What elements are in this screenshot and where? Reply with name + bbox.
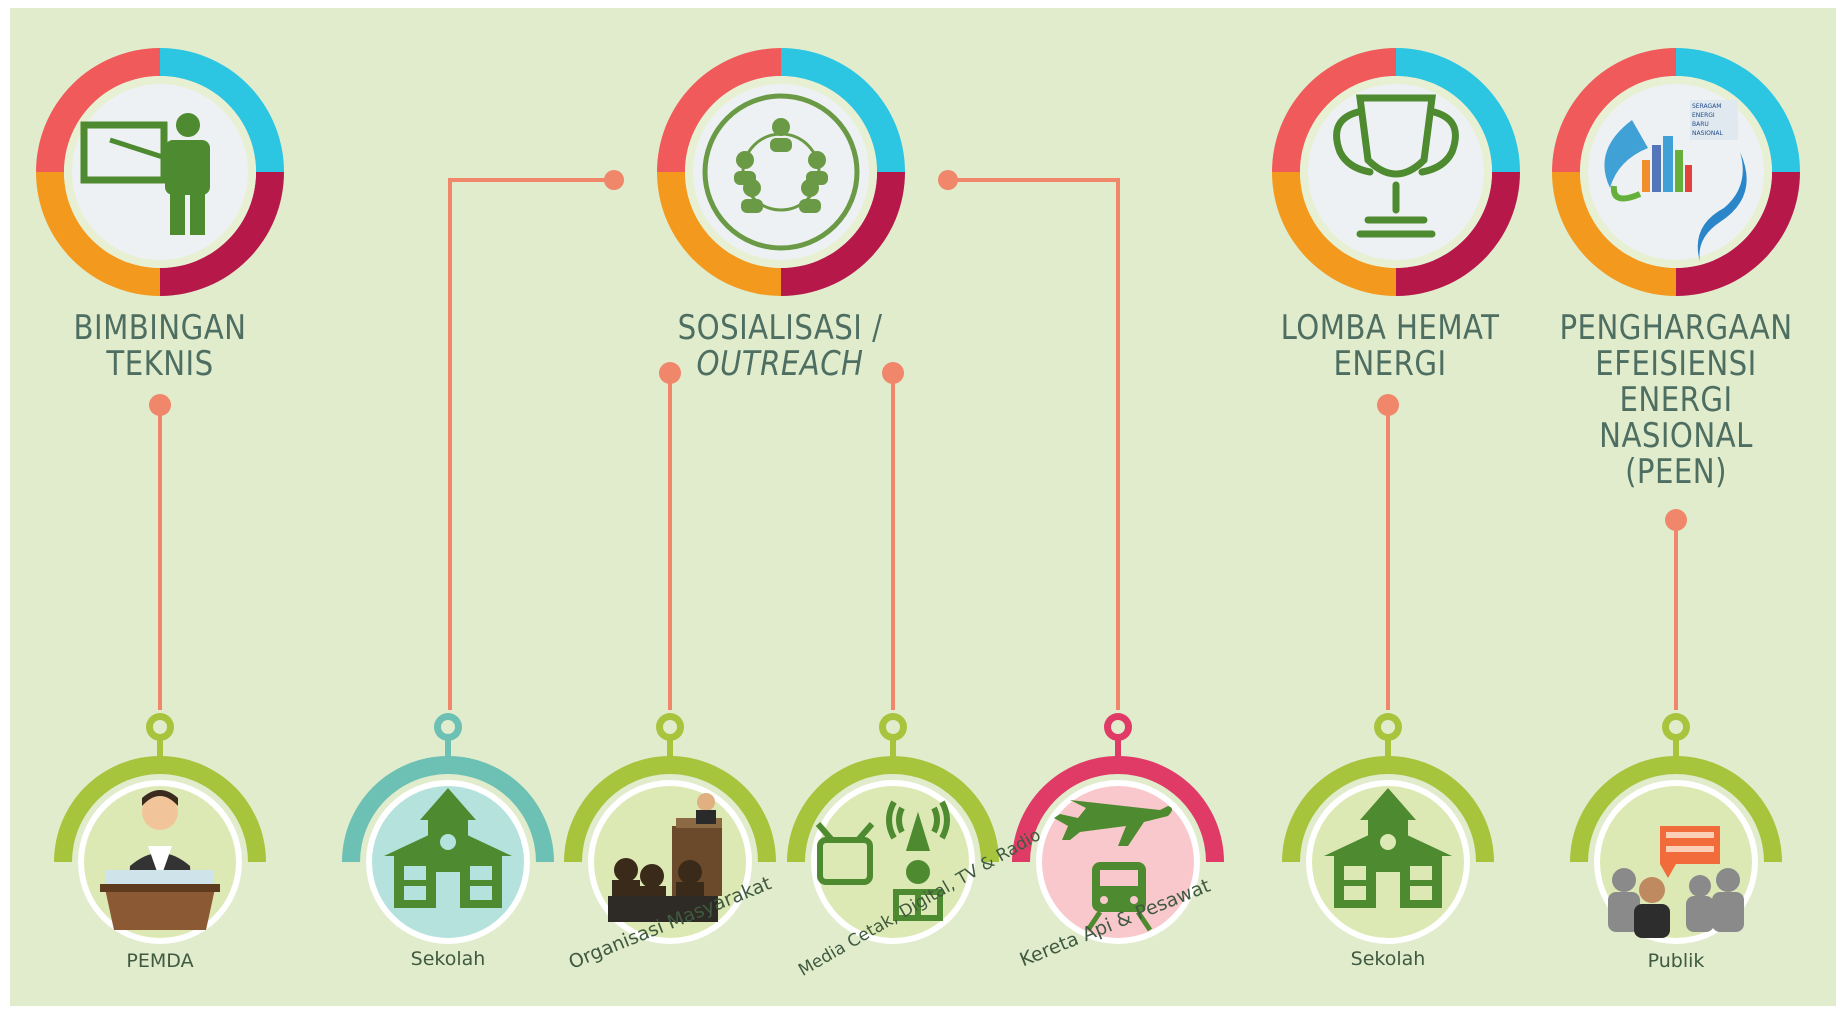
audience-label-pemda: PEMDA [126,950,194,972]
audience-knob-hole [886,720,900,734]
ring-inner-disc [72,84,248,260]
audience-speaker-icon [608,793,722,922]
audience-arc [1570,756,1782,862]
title-line: NASIONAL [1599,416,1753,456]
connector-sosialisasi-transport [948,178,1120,710]
audience-arc [787,756,999,862]
program-title-lomba: LOMBA HEMAT ENERGI [1275,310,1505,382]
program-title-sosialisasi: SOSIALISASI / OUTREACH [591,310,969,382]
title-line: PENGHARGAAN [1559,308,1793,348]
ring-segment [1396,48,1520,172]
audience-circle [817,786,969,938]
audience-arc [1282,756,1494,862]
ring-segment [1552,48,1676,172]
audience-label-publik: Publik [1647,950,1705,972]
ring-segment [36,172,160,296]
audience-arc [564,756,776,862]
public-crowd-icon [1608,826,1744,938]
audience-label-sekolah: Sekolah [1350,948,1426,970]
title-line: ENERGI [1619,380,1733,420]
title-main: SOSIALISASI / [677,308,883,348]
ring-segment [160,48,284,172]
audience-arc [342,756,554,862]
audience-arc [1012,756,1224,862]
title-line: LOMBA HEMAT [1280,308,1500,348]
ring-segment [1272,48,1396,172]
audience-knob-hole [441,720,455,734]
audience-knob-hole [1669,720,1683,734]
ring-segment [1396,172,1520,296]
connector-dots [149,170,1687,531]
program-ring-bimbingan [36,48,284,296]
title-line: BIMBINGAN [73,308,247,348]
audience-label-sekolah: Sekolah [410,948,486,970]
peen-logo-text-2: ENERGI [1692,112,1715,119]
ring-segment [781,172,905,296]
school-house-icon [384,788,512,908]
train-plane-icon [1054,800,1172,932]
audience-knob-hole [153,720,167,734]
official-podium-icon [100,790,220,930]
ring-segment [1676,48,1800,172]
peen-logo-text-4: NASIONAL [1692,130,1723,137]
title-italic: OUTREACH [696,344,864,384]
trophy-icon [1333,94,1459,238]
audience-knob-hole [663,720,677,734]
audience-arc [54,756,266,862]
connector-dot [1377,394,1399,416]
audience-knob-hole [1111,720,1125,734]
audience-knob-hole [1381,720,1395,734]
teacher-board-icon [80,113,210,235]
ring-segment [36,48,160,172]
ring-segment [657,172,781,296]
ring-segment [657,48,781,172]
program-ring-sosialisasi [657,48,905,296]
title-line: (PEEN) [1625,452,1727,492]
connector-dot [938,170,958,190]
media-broadcast-icon [815,800,950,921]
ring-segment [160,172,284,296]
peen-logo-text-3: BARU [1692,121,1709,128]
connector-dot [659,362,681,384]
connector-sosialisasi-sekolah [448,178,614,710]
ring-inner-disc [693,84,869,260]
ring-segment [781,48,905,172]
connector-dot [1665,509,1687,531]
ring-segment [1676,172,1800,296]
title-line: EFEISIENSI [1595,344,1757,384]
program-title-peen: PENGHARGAAN EFEISIENSI ENERGI NASIONAL (… [1559,310,1793,490]
title-line: ENERGI [1333,344,1447,384]
ring-segment [1272,172,1396,296]
school-house-icon [1324,788,1452,908]
connector-lines [158,178,1678,710]
connector-dot [149,394,171,416]
program-title-bimbingan: BIMBINGAN TEKNIS [57,310,263,382]
peen-logo-icon: SERAGAM ENERGI BARU NASIONAL [1604,100,1747,262]
title-line: TEKNIS [106,344,214,384]
ring-segment [1552,172,1676,296]
connector-dot [604,170,624,190]
connector-dot [882,362,904,384]
group-meeting-icon [702,93,860,251]
peen-logo-text-1: SERAGAM [1692,103,1721,110]
